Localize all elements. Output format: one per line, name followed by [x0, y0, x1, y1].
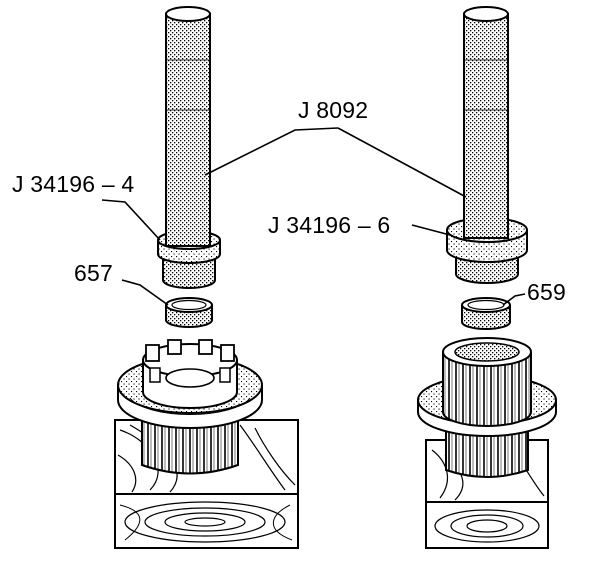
left-castle-nut	[142, 339, 238, 409]
right-assembly	[417, 6, 557, 549]
leader-j8092-left	[204, 127, 339, 176]
right-bearing-659	[461, 297, 511, 330]
label-657: 657	[74, 260, 113, 286]
left-assembly	[114, 6, 299, 549]
leader-j34196-6	[411, 224, 451, 236]
leader-j34196-4	[101, 199, 161, 241]
leader-659	[502, 293, 526, 306]
left-bearing-657	[165, 297, 213, 328]
right-driver-handle	[463, 6, 509, 239]
label-j8092: J 8092	[298, 97, 369, 123]
leader-lines	[101, 127, 526, 306]
leader-657	[121, 279, 169, 306]
right-pinion-shaft	[445, 429, 529, 478]
label-659: 659	[527, 279, 566, 305]
right-splined-hub	[442, 337, 532, 427]
label-j34196-4: J 34196 – 4	[12, 171, 135, 197]
label-j34196-6: J 34196 – 6	[268, 212, 391, 238]
leader-j8092-right	[337, 127, 467, 198]
left-driver-handle	[165, 6, 211, 247]
